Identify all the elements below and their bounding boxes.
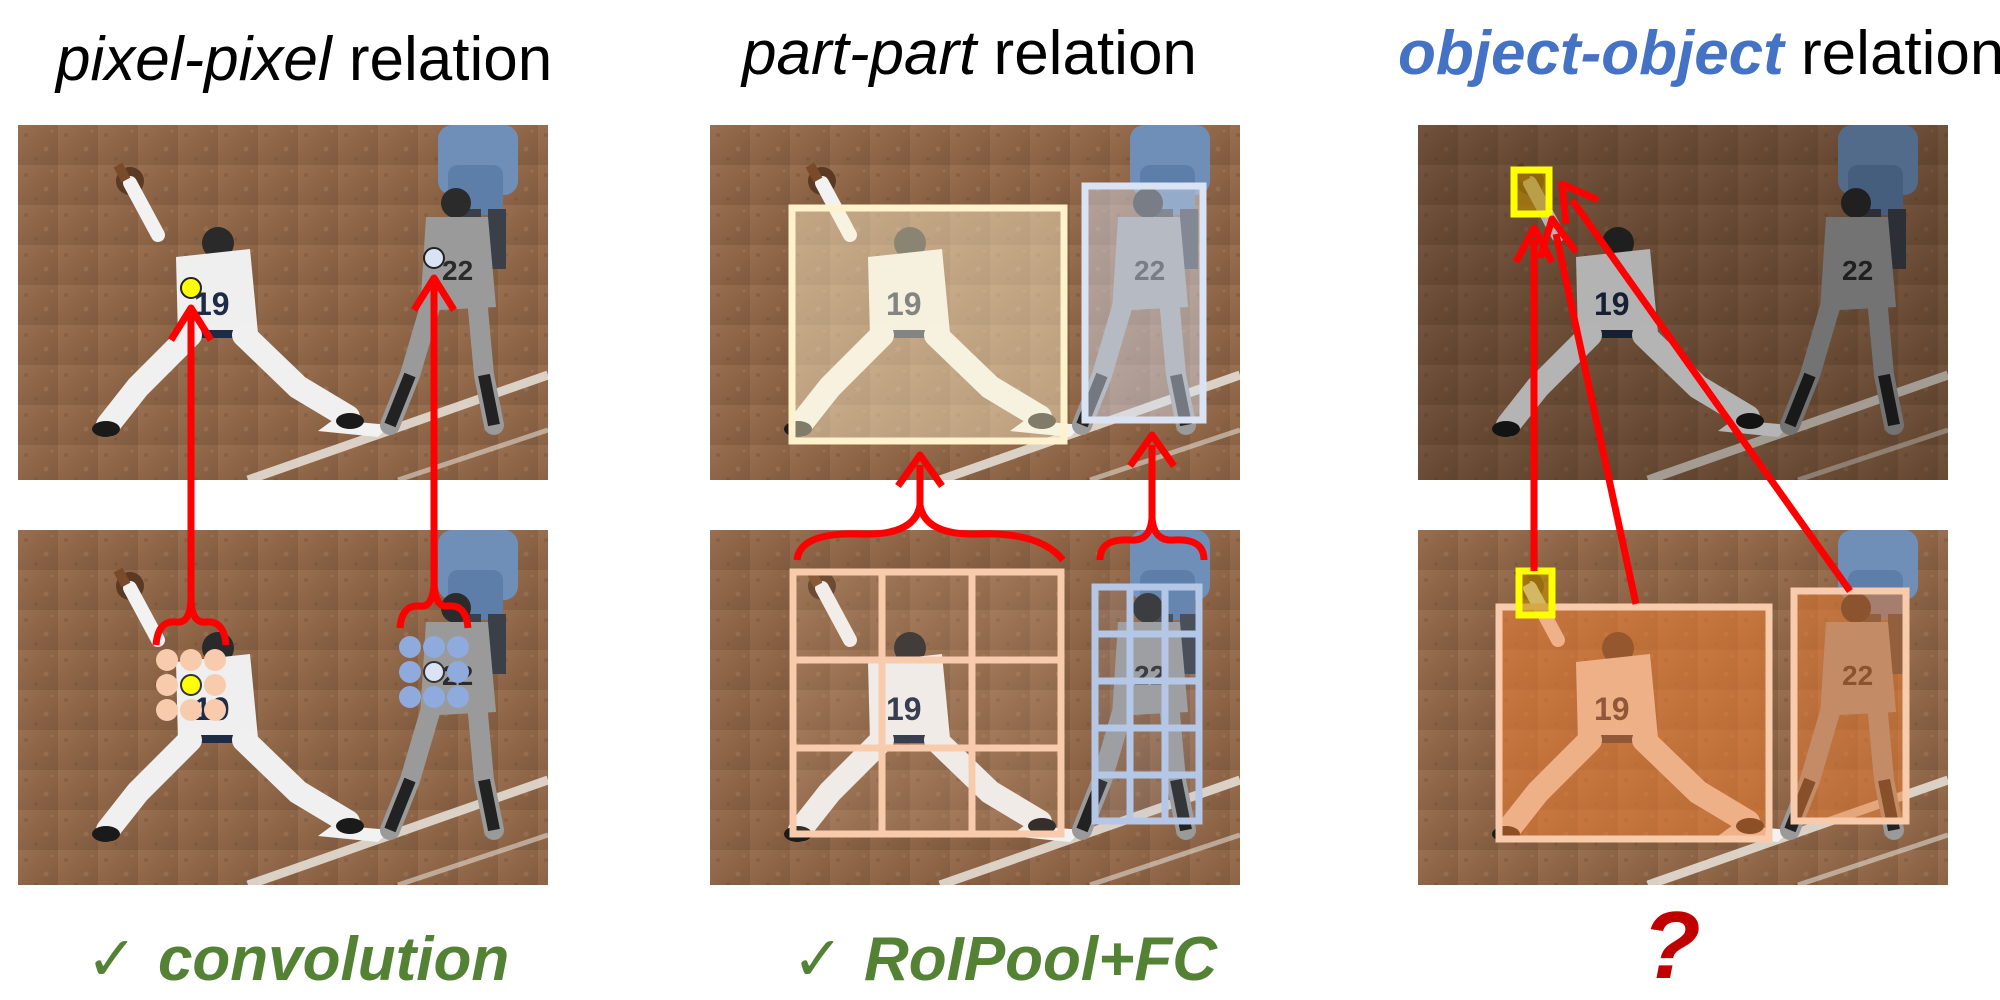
pixel-center-yellow [180, 674, 202, 696]
arrow-object-3 [1569, 197, 1853, 594]
photo-bottom-left [18, 530, 548, 885]
panel-pixel-pixel [18, 125, 548, 885]
arrowhead-middle-left [895, 451, 945, 489]
target-pixel-yellow [180, 277, 202, 299]
arrow-object-2 [1552, 233, 1640, 605]
marker-box-top [1510, 166, 1553, 218]
title-part-part: part-part relation [740, 19, 1197, 88]
title-pixel-pixel: pixel-pixel relation [54, 25, 552, 94]
pixel-grid-blue [399, 636, 469, 708]
arrowhead-right [411, 274, 457, 312]
object-box-runner [1790, 587, 1910, 825]
pixel-grid-peach [156, 649, 226, 721]
photo-top-left [18, 125, 548, 480]
caption-convolution: ✓convolution [86, 925, 509, 994]
target-pixel-light [423, 247, 445, 269]
region-box-runner [1081, 182, 1207, 424]
panel-part-part [710, 125, 1240, 885]
caption-question-mark: ? [1642, 892, 1701, 999]
object-box-pitcher [1495, 603, 1773, 843]
roi-grid-blue [1091, 583, 1203, 825]
pixel-center-light [423, 661, 445, 683]
title-object-object: object-object relation [1398, 19, 2000, 88]
roi-grid-peach [789, 568, 1065, 838]
photo-top-right-dim [1418, 125, 1948, 480]
arrowhead-middle-right [1127, 431, 1177, 469]
arrowhead-left [168, 304, 214, 342]
panel-object-object [1418, 125, 1948, 885]
marker-box-bottom [1515, 567, 1556, 619]
region-box-pitcher [788, 204, 1068, 445]
caption-roipool: ✓RoIPool+FC [792, 925, 1218, 994]
